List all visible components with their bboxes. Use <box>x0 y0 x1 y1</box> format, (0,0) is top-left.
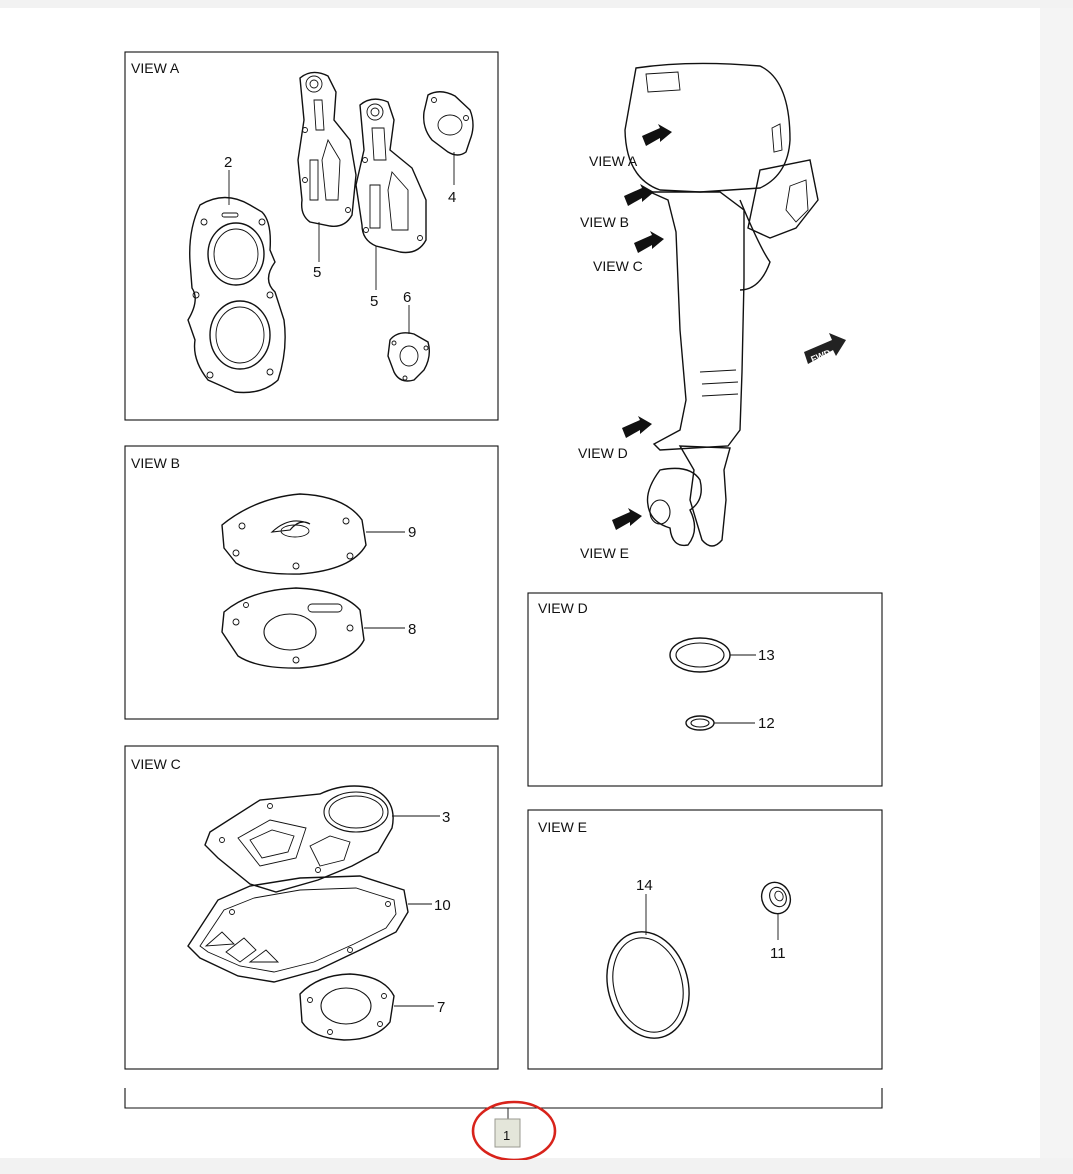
view-c-panel: VIEW C 3 10 <box>124 745 499 1070</box>
part-number-12: 12 <box>758 715 775 732</box>
part-number-11: 11 <box>770 945 786 962</box>
small-flange-gasket <box>387 332 431 382</box>
part-number-2: 2 <box>224 154 232 171</box>
kit-bracket <box>124 1088 883 1122</box>
view-c-title: VIEW C <box>131 756 181 772</box>
diagram-sheet <box>0 8 1040 1158</box>
scrollbar-track[interactable] <box>1040 8 1073 1158</box>
part-number-4: 4 <box>448 189 456 206</box>
view-d-title: VIEW D <box>538 600 588 616</box>
view-e-title: VIEW E <box>538 819 587 835</box>
part-number-1: 1 <box>503 1128 510 1143</box>
pump-case-gasket <box>221 587 365 669</box>
view-e-panel: VIEW E 14 11 <box>527 809 883 1070</box>
view-b-title: VIEW B <box>131 455 180 471</box>
cover-gasket <box>422 91 474 156</box>
exhaust-gasket-inner <box>355 98 427 254</box>
part-number-9: 9 <box>408 524 416 541</box>
part-number-7: 7 <box>437 999 445 1016</box>
drive-shaft-housing-gasket <box>187 875 409 983</box>
view-a-title: VIEW A <box>131 60 180 76</box>
highlight-circle <box>471 1100 557 1160</box>
forward-arrow-icon: FWD <box>804 333 846 364</box>
part-number-8: 8 <box>408 621 416 638</box>
gasket-kit-diagram: VIEW A 2 <box>124 51 883 1160</box>
engine-label-view-e: VIEW E <box>580 545 629 561</box>
engine-label-view-a: VIEW A <box>589 153 638 169</box>
part-number-6: 6 <box>403 289 411 306</box>
exhaust-gasket-outer <box>297 71 357 227</box>
part-number-10: 10 <box>434 897 451 914</box>
engine-label-view-b: VIEW B <box>580 214 629 230</box>
part-number-14: 14 <box>636 877 653 894</box>
engine-label-view-c: VIEW C <box>593 258 643 274</box>
o-ring-large <box>669 637 731 673</box>
oil-seal <box>760 881 792 915</box>
o-ring-small <box>685 715 715 731</box>
part-number-13: 13 <box>758 647 775 664</box>
outboard-motor-illustration: VIEW A VIEW B VIEW C VIEW D VIEW E FWD <box>578 62 846 561</box>
large-o-ring <box>606 931 690 1039</box>
view-d-panel: VIEW D 13 12 <box>527 592 883 787</box>
water-pump-gasket <box>299 973 395 1041</box>
part-number-5-second: 5 <box>370 293 378 310</box>
view-a-panel: VIEW A 2 <box>124 51 499 421</box>
kit-part-callout[interactable]: 1 <box>494 1118 521 1148</box>
cylinder-base-gasket <box>204 785 394 893</box>
cylinder-head-gasket <box>187 196 286 394</box>
view-b-panel: VIEW B 9 8 <box>124 445 499 720</box>
part-number-5-first: 5 <box>313 264 321 281</box>
part-number-3: 3 <box>442 809 450 826</box>
engine-label-view-d: VIEW D <box>578 445 628 461</box>
pump-plate-gasket <box>221 493 367 575</box>
